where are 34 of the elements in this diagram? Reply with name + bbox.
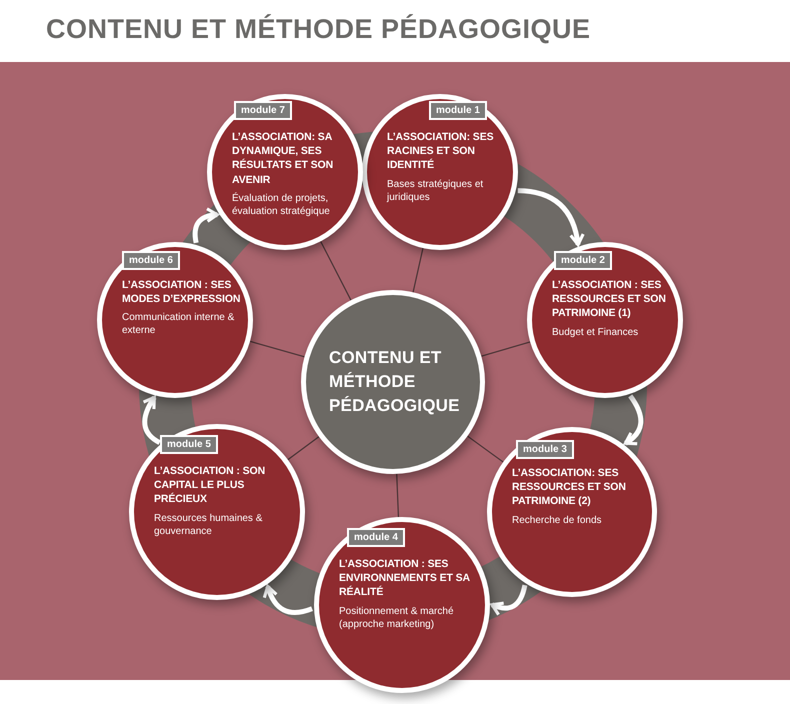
module-tag: module 1 bbox=[429, 101, 487, 120]
module-tag: module 7 bbox=[234, 101, 292, 120]
module-tag: module 4 bbox=[347, 528, 405, 547]
module-description: Bases stratégiques et juridiques bbox=[387, 178, 484, 204]
center-title: CONTENU ET MÉTHODE PÉDAGOGIQUE bbox=[329, 347, 457, 417]
module-tag: module 6 bbox=[122, 251, 180, 270]
module-description: Budget et Finances bbox=[552, 326, 640, 339]
cycle-arrow bbox=[518, 188, 584, 246]
connector-line bbox=[287, 436, 320, 460]
connector-line bbox=[250, 340, 305, 358]
module-heading: L’ASSOCIATION : SES MODES D’EXPRESSION bbox=[122, 278, 242, 306]
connector-line bbox=[481, 341, 530, 357]
module-description: Ressources humaines & gouvernance bbox=[154, 512, 264, 538]
cycle-arrow bbox=[142, 396, 161, 445]
module-heading: L’ASSOCIATION: SA DYNAMIQUE, SES RÉSULTATS ET SON AVENIR bbox=[232, 130, 334, 187]
module-description: Évaluation de projets, évaluation stratégique bbox=[232, 192, 331, 218]
cycle-arrow bbox=[624, 394, 644, 446]
cycle-arrow bbox=[263, 584, 313, 615]
module-heading: L’ASSOCIATION : SON CAPITAL LE PLUS PRÉCIEUX bbox=[154, 464, 266, 507]
module-heading: L’ASSOCIATION : SES RESSOURCES ET SON PATRIMOINE (1) bbox=[552, 278, 667, 321]
module-heading: L’ASSOCIATION : SES ENVIRONNEMENTS ET SA RÉALITÉ bbox=[339, 557, 471, 600]
module-heading: L’ASSOCIATION: SES RACINES ET SON IDENTITÉ bbox=[387, 130, 495, 173]
module-tag: module 5 bbox=[160, 435, 218, 454]
module-tag: module 3 bbox=[516, 440, 574, 459]
module-tag: module 2 bbox=[554, 251, 612, 270]
module-description: Communication interne & externe bbox=[122, 311, 236, 338]
connector-line bbox=[320, 241, 352, 300]
connector-line bbox=[396, 474, 400, 518]
module-description: Positionnement & marché (approche marketing) bbox=[339, 604, 455, 631]
connector-line bbox=[467, 436, 504, 463]
connector-line bbox=[412, 248, 424, 292]
module-heading: L’ASSOCIATION: SES RESSOURCES ET SON PATRIMOINE (2) bbox=[512, 466, 627, 509]
page-title: CONTENU ET MÉTHODE PÉDAGOGIQUE bbox=[46, 14, 591, 45]
module-description: Recherche de fonds bbox=[512, 514, 603, 527]
